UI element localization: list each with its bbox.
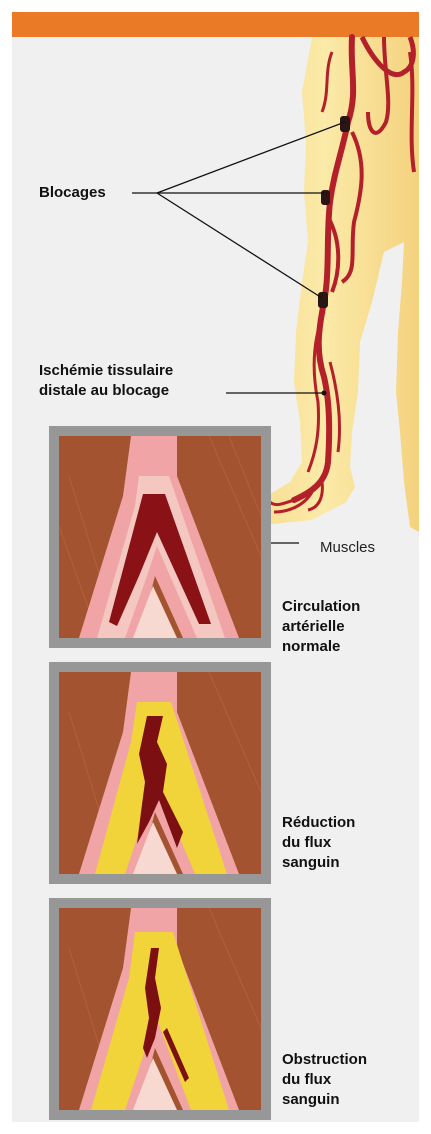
caption-line: normale: [282, 637, 360, 657]
artery-cross-section-reduced: [59, 672, 261, 874]
caption-line: sanguin: [282, 853, 355, 873]
muscles-label: Muscles: [320, 539, 375, 556]
ischemia-label-line: distale au blocage: [39, 381, 173, 401]
caption-line: Circulation: [282, 597, 360, 617]
caption-line: Réduction: [282, 813, 355, 833]
caption-line: artérielle: [282, 617, 360, 637]
artery-cross-section-obstructed: [59, 908, 261, 1110]
reduced-flow-panel: [49, 662, 271, 884]
blockage-marker: [318, 292, 328, 308]
obstructed-flow-panel: [49, 898, 271, 1120]
caption-line: du flux: [282, 833, 355, 853]
blockage-marker: [321, 190, 330, 205]
blockages-label: Blocages: [39, 183, 106, 203]
artery-cross-section-normal: [59, 436, 261, 638]
reduced-caption: Réduction du flux sanguin: [282, 813, 355, 873]
caption-line: du flux: [282, 1070, 367, 1090]
normal-circulation-panel: [49, 426, 271, 648]
caption-line: Obstruction: [282, 1050, 367, 1070]
normal-caption: Circulation artérielle normale: [282, 597, 360, 657]
ischemia-label: Ischémie tissulaire distale au blocage: [39, 361, 173, 401]
figure-panel: Blocages Ischémie tissulaire distale au …: [12, 12, 419, 1122]
caption-line: sanguin: [282, 1090, 367, 1110]
obstructed-caption: Obstruction du flux sanguin: [282, 1050, 367, 1110]
ischemia-label-line: Ischémie tissulaire: [39, 361, 173, 381]
